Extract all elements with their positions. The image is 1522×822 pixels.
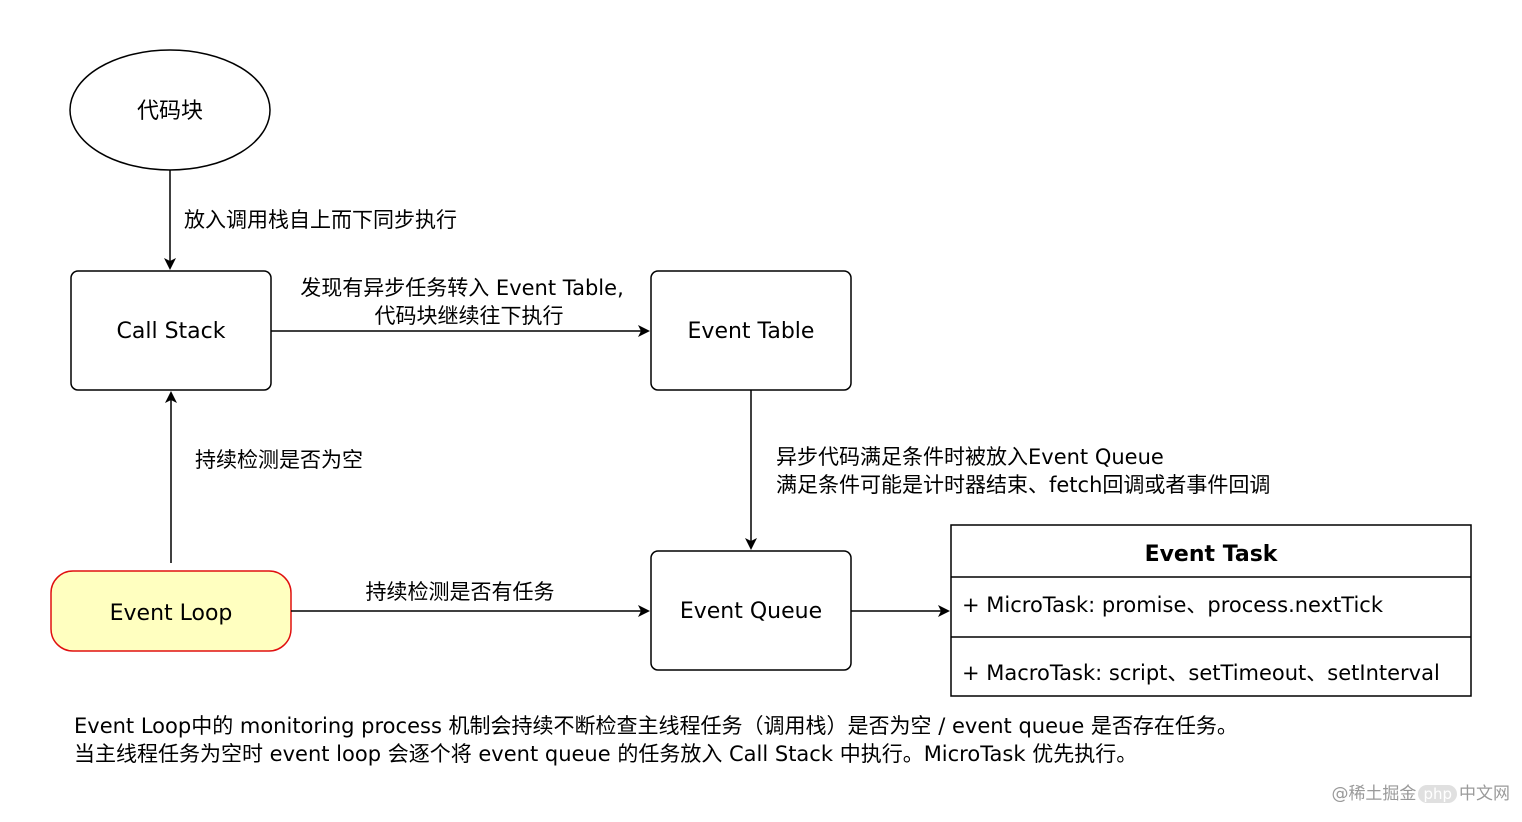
table-to-queue-label-line2: 满足条件可能是计时器结束、fetch回调或者事件回调 — [776, 473, 1270, 497]
async-to-table-label-line1: 发现有异步任务转入 Event Table, — [300, 276, 624, 300]
footnote: Event Loop中的 monitoring process 机制会持续不断检… — [74, 712, 1238, 768]
watermark-left: @稀土掘金 — [1331, 784, 1417, 804]
loop-check-stack-label: 持续检测是否为空 — [195, 448, 363, 472]
push-to-stack-label: 放入调用栈自上而下同步执行 — [184, 208, 457, 232]
event-queue-node: Event Queue — [650, 550, 852, 671]
event-table-node: Event Table — [650, 270, 852, 391]
code-block-label: 代码块 — [137, 99, 203, 124]
code-block-node: 代码块 — [69, 49, 271, 171]
watermark-right: 中文网 — [1459, 784, 1510, 804]
async-to-table-label-line2: 代码块继续往下执行 — [375, 304, 564, 328]
table-to-queue-label-line1: 异步代码满足条件时被放入Event Queue — [776, 445, 1164, 469]
event-loop-label: Event Loop — [110, 601, 233, 626]
footnote-line-1: Event Loop中的 monitoring process 机制会持续不断检… — [74, 714, 1238, 738]
event-queue-label: Event Queue — [680, 599, 822, 624]
microtask-item: + MicroTask: promise、process.nextTick — [962, 593, 1384, 617]
macrotask-item: + MacroTask: script、setTimeout、setInterv… — [962, 661, 1440, 685]
loop-check-queue-label: 持续检测是否有任务 — [366, 580, 555, 604]
call-stack-node: Call Stack — [70, 270, 272, 391]
event-loop-node: Event Loop — [50, 570, 292, 652]
watermark-php-badge: php — [1418, 785, 1457, 803]
event-table-label: Event Table — [688, 319, 815, 344]
event-task-box: Event Task + MicroTask: promise、process.… — [950, 524, 1472, 697]
call-stack-label: Call Stack — [117, 319, 226, 344]
footnote-line-2: 当主线程任务为空时 event loop 会逐个将 event queue 的任… — [74, 742, 1138, 766]
event-task-title: Event Task — [1145, 542, 1279, 567]
